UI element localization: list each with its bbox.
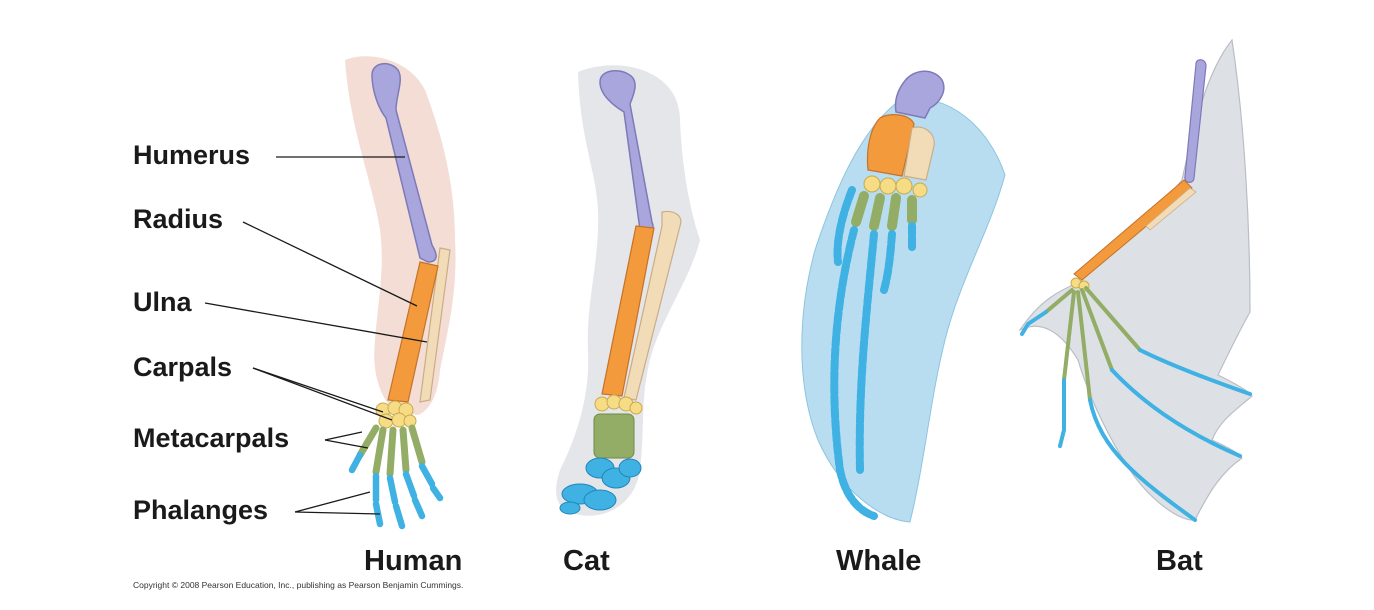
cat-carpals xyxy=(594,394,643,415)
label-ulna: Ulna xyxy=(133,287,192,317)
carpals-leader-2 xyxy=(252,367,393,421)
whale-carpals xyxy=(863,175,928,198)
species-label-bat: Bat xyxy=(1156,545,1203,577)
metacarpals-leader-1 xyxy=(324,431,363,441)
human-phalanges xyxy=(348,451,444,530)
whale-metacarpals xyxy=(851,191,917,231)
species-label-cat: Cat xyxy=(563,545,610,577)
label-humerus: Humerus xyxy=(133,140,251,170)
human-radius xyxy=(387,261,439,403)
whale-humerus xyxy=(894,70,945,119)
bat-phalanges xyxy=(1020,310,1252,522)
human-carpals xyxy=(375,400,417,429)
label-carpals: Carpals xyxy=(133,352,233,382)
whale-ulna xyxy=(903,126,935,181)
whale-phalanges xyxy=(830,186,916,520)
species-label-whale: Whale xyxy=(836,545,922,577)
bat-wing-membrane xyxy=(1018,38,1253,521)
whale-radius xyxy=(866,114,915,177)
cat-phalanges xyxy=(559,457,642,515)
cat-metacarpals xyxy=(593,413,635,459)
human-arm xyxy=(345,56,456,530)
human-metacarpals xyxy=(356,424,426,478)
label-phalanges: Phalanges xyxy=(133,495,269,525)
human-humerus xyxy=(371,63,437,263)
species-label-human: Human xyxy=(364,545,463,577)
cat-humerus xyxy=(599,69,654,234)
whale-flipper xyxy=(801,70,1006,523)
bat-humerus xyxy=(1184,59,1207,183)
carpals-leader-1 xyxy=(252,367,384,413)
leader-lines xyxy=(204,156,428,515)
ulna-leader xyxy=(204,302,428,343)
bat-radius xyxy=(1073,179,1193,281)
label-radius: Radius xyxy=(133,204,224,234)
bat-ulna xyxy=(1145,187,1197,231)
metacarpals-leader-2 xyxy=(324,439,369,449)
label-metacarpals: Metacarpals xyxy=(133,423,290,453)
copyright-notice: Copyright © 2008 Pearson Education, Inc.… xyxy=(133,580,464,590)
cat-radius xyxy=(601,225,655,397)
whale-flipper-outline xyxy=(801,98,1006,523)
bat-metacarpals xyxy=(1044,286,1142,402)
radius-leader xyxy=(242,221,418,307)
cat-leg xyxy=(556,65,700,516)
phalanges-leader-1 xyxy=(294,491,371,513)
phalanges-leader-2 xyxy=(294,511,381,515)
human-skin-outline xyxy=(345,56,456,415)
bat-wing xyxy=(1018,38,1253,522)
human-ulna xyxy=(419,247,451,403)
